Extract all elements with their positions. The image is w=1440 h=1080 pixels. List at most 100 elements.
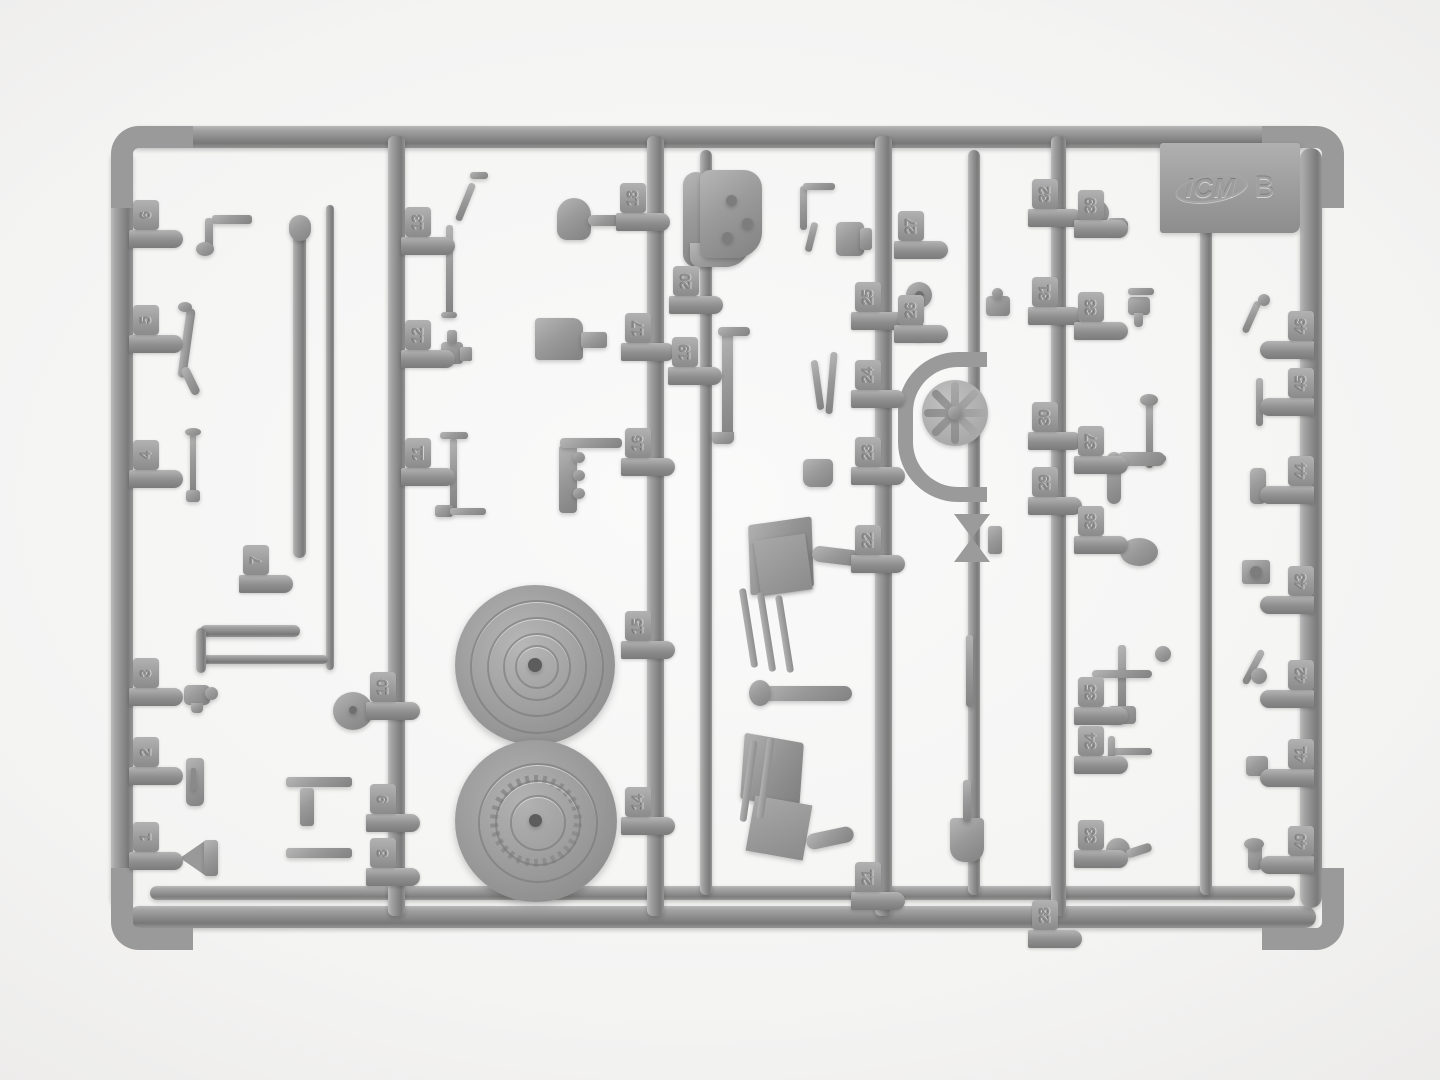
part-number-36: 36 (1082, 513, 1100, 529)
part-number-tab-10: 10 (370, 672, 396, 702)
icm-logo: ICM (1185, 172, 1237, 203)
part-number-tab-44: 44 (1288, 456, 1314, 486)
part-6-crank-arm (212, 215, 252, 224)
part-13-rod-upper (454, 182, 477, 222)
part-number-24: 24 (859, 367, 877, 383)
part-1-wedge (180, 840, 206, 876)
part-number-tab-17: 17 (625, 313, 651, 343)
part-exhaust-pipe-main (293, 228, 306, 558)
gate-43 (1260, 596, 1314, 614)
gate-20 (669, 296, 723, 314)
part-number-tab-26: 26 (898, 295, 924, 325)
part-number-tab-37: 37 (1078, 426, 1104, 456)
part-number-tab-42: 42 (1288, 660, 1314, 690)
part-2-plate-slot (191, 768, 196, 790)
gate-6 (129, 230, 183, 248)
part-number-12: 12 (409, 327, 427, 343)
part-exhaust-bend-mid (200, 625, 300, 637)
part-6-crank-stem (205, 218, 213, 250)
part-number-tab-36: 36 (1078, 506, 1104, 536)
part-number-35: 35 (1082, 684, 1100, 700)
part-number-46: 46 (1292, 318, 1310, 334)
part-number-tab-39: 39 (1078, 190, 1104, 220)
part-number-tab-11: 11 (405, 438, 431, 468)
part-number-tab-27: 27 (898, 211, 924, 241)
part-number-30: 30 (1036, 409, 1054, 425)
part-number-11: 11 (409, 445, 427, 461)
part-number-tab-7: 7 (243, 545, 269, 575)
part-number-tab-34: 34 (1078, 726, 1104, 756)
gate-22 (851, 555, 905, 573)
part-number-tab-18: 18 (620, 183, 646, 213)
part-number-39: 39 (1082, 197, 1100, 213)
runner-2 (647, 136, 664, 916)
runner-1 (388, 136, 405, 916)
part-4-rod (190, 432, 196, 494)
part-number-tab-3: 3 (133, 658, 159, 688)
part-14-tyre-ring-1 (478, 763, 598, 883)
frame-right-rail (1300, 148, 1322, 908)
part-number-tab-32: 32 (1032, 179, 1058, 209)
part-number-32: 32 (1036, 186, 1054, 202)
part-12-valve-stem (447, 330, 457, 344)
part-number-tab-43: 43 (1288, 566, 1314, 596)
part-3-fitting-knob (205, 687, 218, 700)
part-19-panel-top (718, 327, 750, 336)
part-number-tab-14: 14 (625, 787, 651, 817)
gate-18 (616, 213, 670, 231)
part-13-rod-foot (441, 312, 457, 318)
gate-39 (1074, 220, 1128, 238)
part-number-28: 28 (1036, 907, 1054, 923)
part-number-tab-31: 31 (1032, 277, 1058, 307)
part-number-34: 34 (1082, 733, 1100, 749)
part-42-hook-pivot (1251, 668, 1267, 684)
part-number-33: 33 (1082, 827, 1100, 843)
part-number-tab-25: 25 (855, 282, 881, 312)
part-1-block (204, 840, 218, 876)
part-24-bent-rod-2 (810, 359, 825, 411)
part-number-40: 40 (1292, 833, 1310, 849)
part-number-tab-16: 16 (625, 428, 651, 458)
part-number-37: 37 (1082, 433, 1100, 449)
gate-19 (668, 367, 722, 385)
part-exhaust-pipe-thin (326, 205, 334, 670)
part-number-tab-19: 19 (672, 337, 698, 367)
frame-corner-tr (1262, 126, 1344, 208)
part-35-crossbar (1092, 670, 1152, 678)
part-29-bracket-stem (988, 526, 1002, 554)
part-40-fitting-head (1244, 838, 1264, 850)
part-38-tap-body (1128, 297, 1150, 315)
part-30-scoop-stem (963, 780, 971, 822)
gate-4 (129, 470, 183, 488)
part-9-bracket (300, 788, 314, 826)
part-exhaust-elbow (289, 215, 311, 241)
part-number-tab-33: 33 (1078, 820, 1104, 850)
part-16-pin-2 (573, 470, 585, 481)
gate-16 (621, 458, 675, 476)
gate-15 (621, 641, 675, 659)
part-21-arm (804, 825, 856, 851)
frame-left-rail (111, 148, 133, 908)
part-number-tab-41: 41 (1288, 739, 1314, 769)
gate-35 (1074, 707, 1128, 725)
gate-31 (1028, 307, 1082, 325)
part-10-knob-center (349, 706, 357, 714)
part-20-boss-a (726, 195, 737, 206)
part-number-tab-4: 4 (133, 440, 159, 470)
part-13-rod (446, 225, 453, 315)
part-34-tbar-stem (1110, 748, 1152, 755)
gate-9 (366, 814, 420, 832)
frame-corner-tl (111, 126, 193, 208)
part-number-tab-21: 21 (855, 862, 881, 892)
gate-32 (1028, 209, 1082, 227)
part-number-7: 7 (247, 556, 265, 564)
part-number-27: 27 (902, 218, 920, 234)
part-24-bent-rod (825, 351, 838, 415)
gate-2 (129, 767, 183, 785)
part-number-tab-46: 46 (1288, 311, 1314, 341)
part-number-18: 18 (624, 190, 642, 206)
gate-28 (1028, 930, 1082, 948)
part-17-box (535, 318, 583, 360)
gate-41 (1260, 769, 1314, 787)
